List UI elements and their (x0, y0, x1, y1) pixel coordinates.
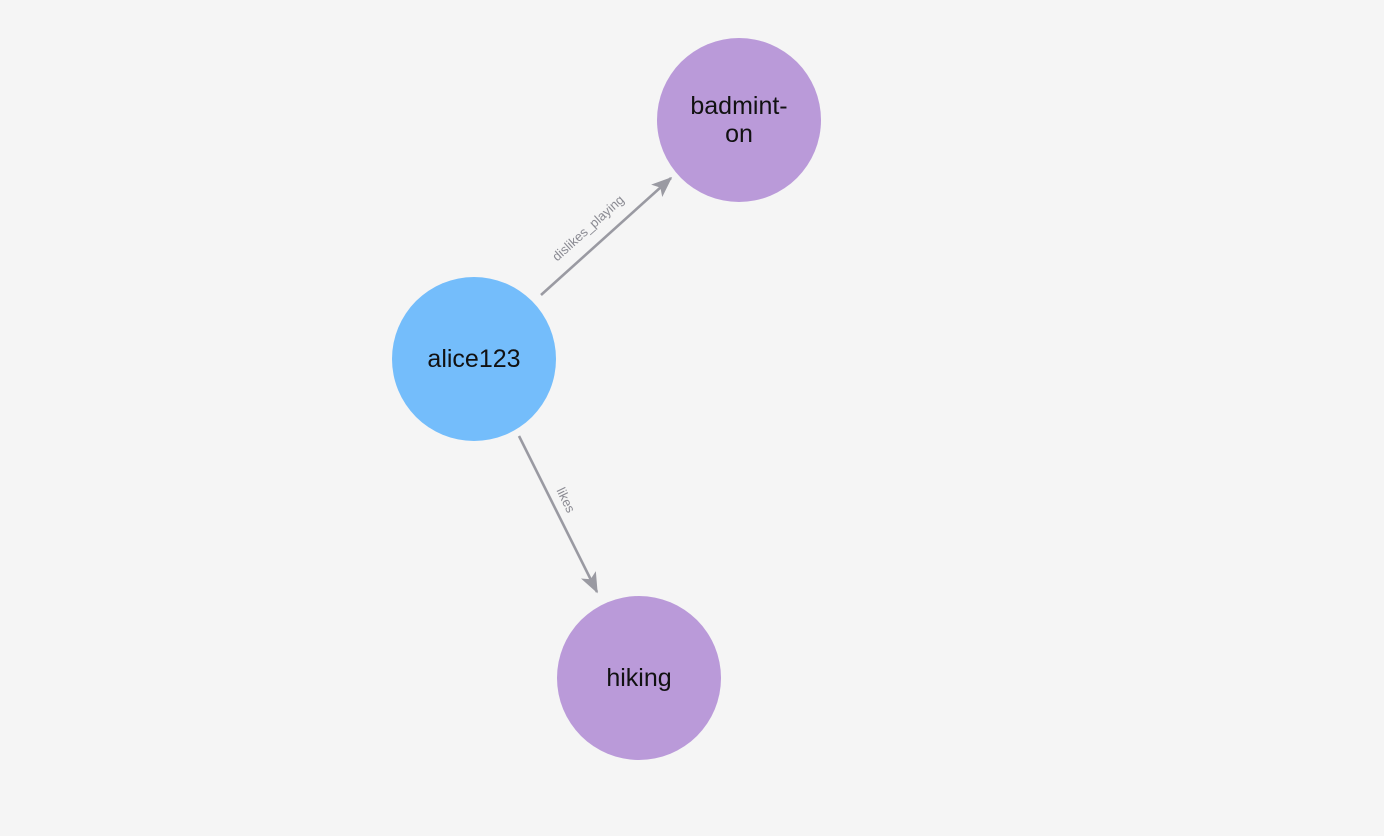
edge-line-likes[interactable] (517, 435, 599, 594)
node-label-hiking: hiking (606, 664, 672, 692)
edge-line-dislikes-playing[interactable] (540, 176, 673, 296)
graph-node-hiking[interactable]: hiking (557, 596, 721, 760)
graph-node-alice123[interactable]: alice123 (392, 277, 556, 441)
graph-node-badminton[interactable]: badmint- on (657, 38, 821, 202)
edge-lines (517, 176, 673, 594)
node-label-badminton: badmint- on (690, 92, 788, 148)
node-label-alice123: alice123 (427, 345, 521, 373)
